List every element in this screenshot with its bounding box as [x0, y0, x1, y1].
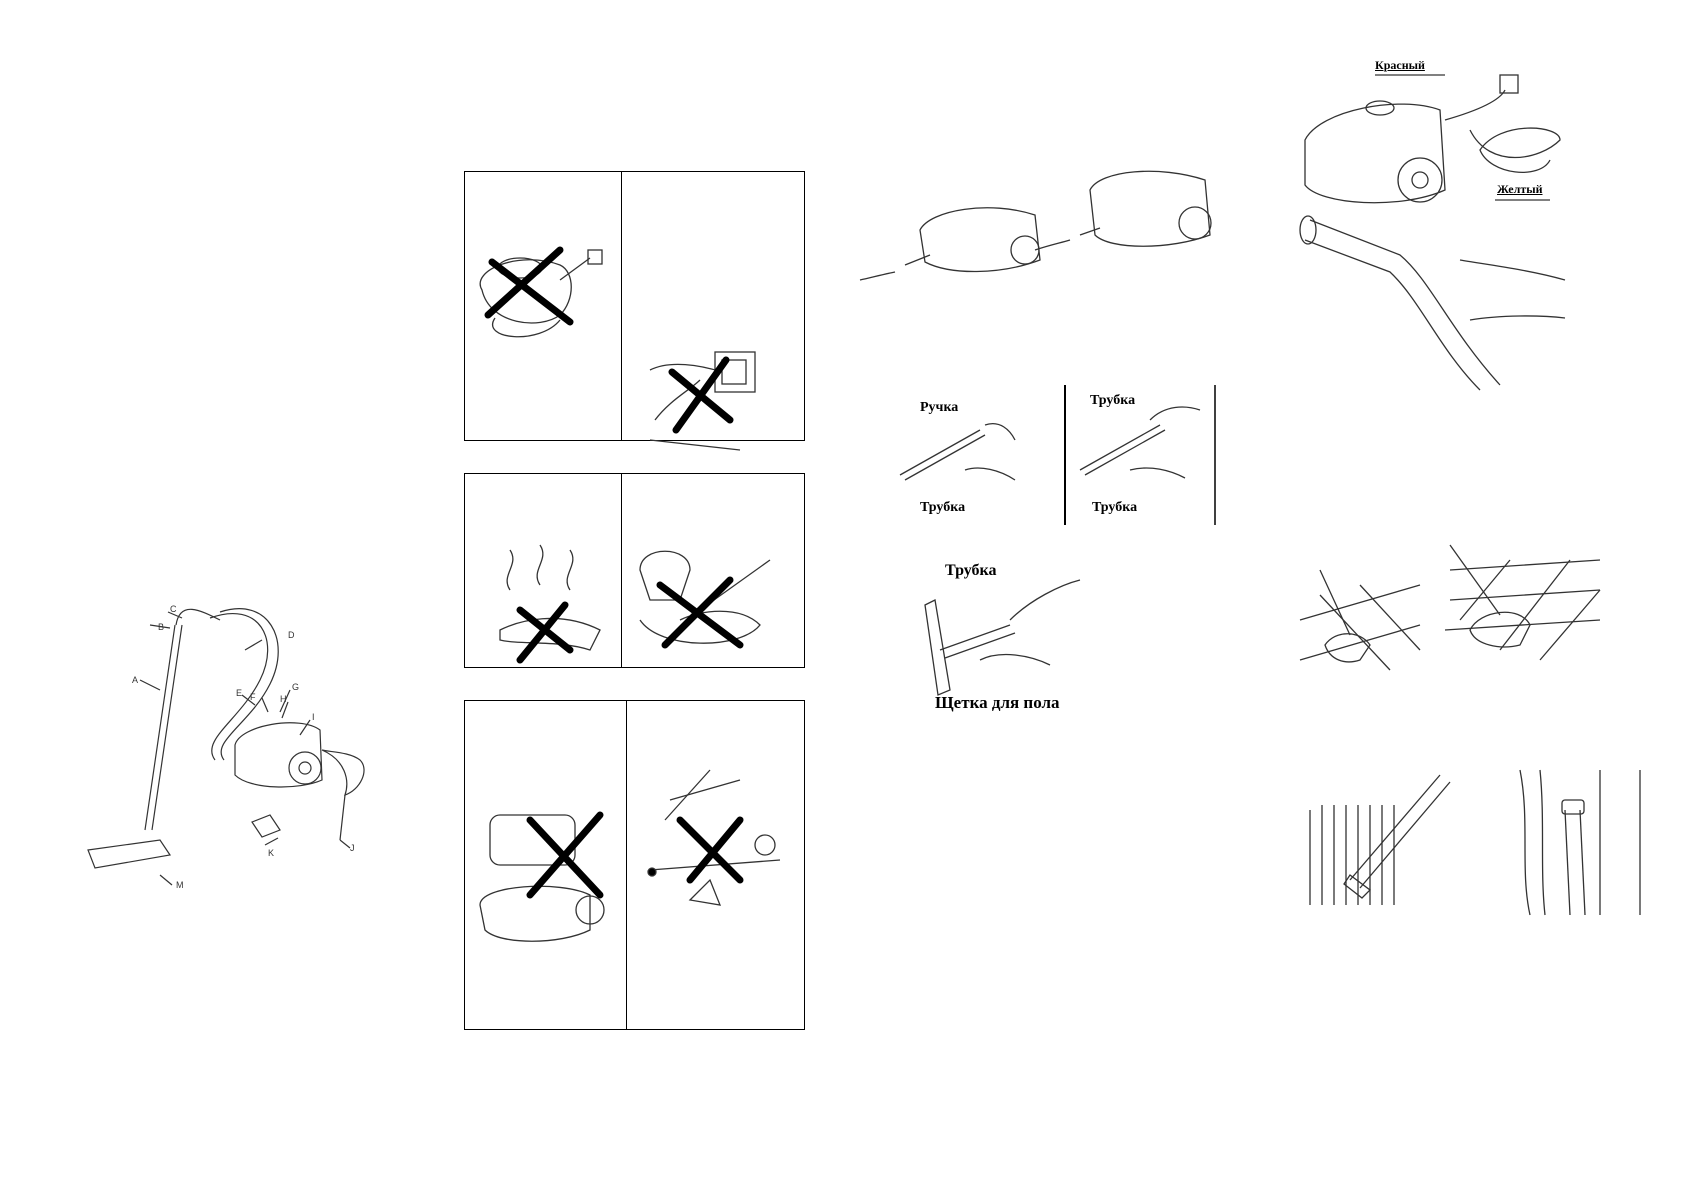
- box-divider: [626, 700, 628, 1030]
- part-letter: B: [158, 622, 165, 632]
- warning-box-3: [464, 700, 805, 1030]
- box-divider: [621, 171, 623, 441]
- part-letter: J: [350, 843, 355, 853]
- warning-box-1: [464, 171, 805, 441]
- part-letter: I: [312, 712, 315, 722]
- part-letter: D: [288, 630, 295, 640]
- label-red: Красный: [1375, 58, 1425, 72]
- label-tube: Трубка: [945, 562, 997, 579]
- label-tube: Трубка: [1090, 393, 1136, 408]
- part-letter: F: [250, 692, 256, 702]
- label-floor-brush: Щетка для пола: [935, 693, 1060, 712]
- part-letter: H: [280, 694, 287, 704]
- box-divider: [621, 473, 623, 668]
- warning-box-2: [464, 473, 805, 668]
- label-yellow: Желтый: [1497, 182, 1543, 196]
- part-letter: A: [132, 675, 139, 685]
- part-letter: E: [236, 688, 243, 698]
- part-letter: K: [268, 848, 275, 858]
- part-letter: G: [292, 682, 300, 692]
- label-tube: Трубка: [920, 500, 966, 515]
- part-letter: C: [170, 604, 177, 614]
- part-letter: M: [176, 880, 184, 890]
- label-tube: Трубка: [1092, 500, 1138, 515]
- label-handle: Ручка: [920, 400, 959, 415]
